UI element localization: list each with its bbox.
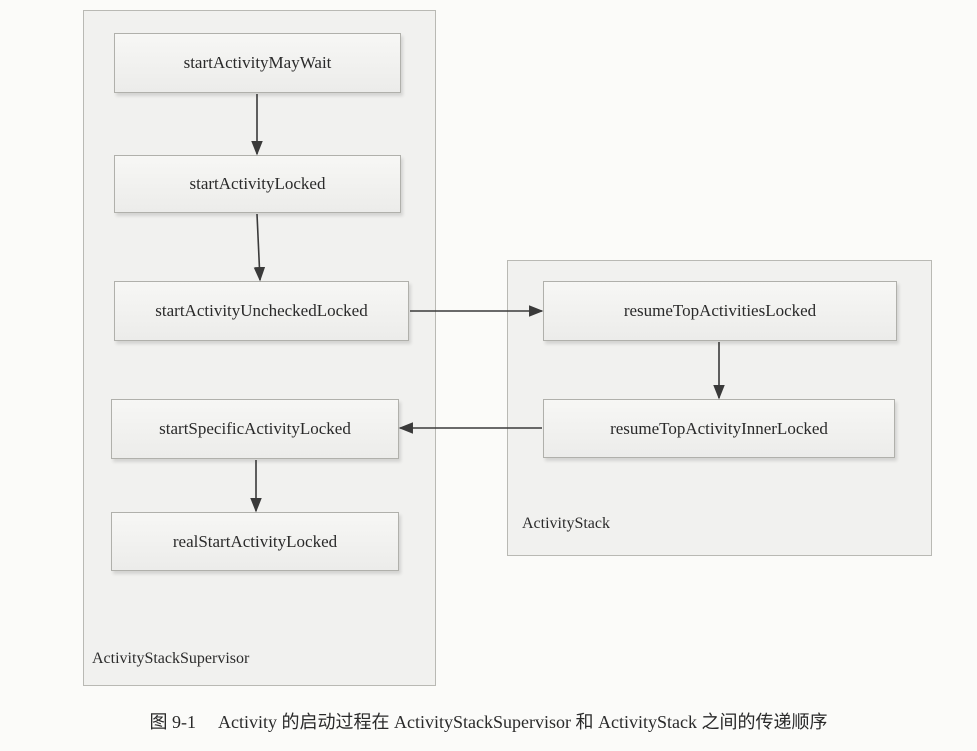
- figure-number: 图 9-1: [149, 712, 197, 732]
- node-start-activity-may-wait: startActivityMayWait: [114, 33, 401, 93]
- node-resume-top-activity-inner-locked: resumeTopActivityInnerLocked: [543, 399, 895, 458]
- node-resume-top-activities-locked: resumeTopActivitiesLocked: [543, 281, 897, 341]
- figure-caption: 图 9-1 Activity 的启动过程在 ActivityStackSuperv…: [0, 708, 977, 734]
- node-start-specific-activity-locked: startSpecificActivityLocked: [111, 399, 399, 459]
- figure-caption-text: Activity 的启动过程在 ActivityStackSupervisor …: [218, 712, 828, 732]
- node-real-start-activity-locked: realStartActivityLocked: [111, 512, 399, 571]
- activity-stack-supervisor-group: [83, 10, 436, 686]
- activity-stack-label: ActivityStack: [522, 515, 610, 532]
- node-start-activity-unchecked-locked: startActivityUncheckedLocked: [114, 281, 409, 341]
- activity-stack-supervisor-label: ActivityStackSupervisor: [92, 650, 250, 667]
- node-start-activity-locked: startActivityLocked: [114, 155, 401, 213]
